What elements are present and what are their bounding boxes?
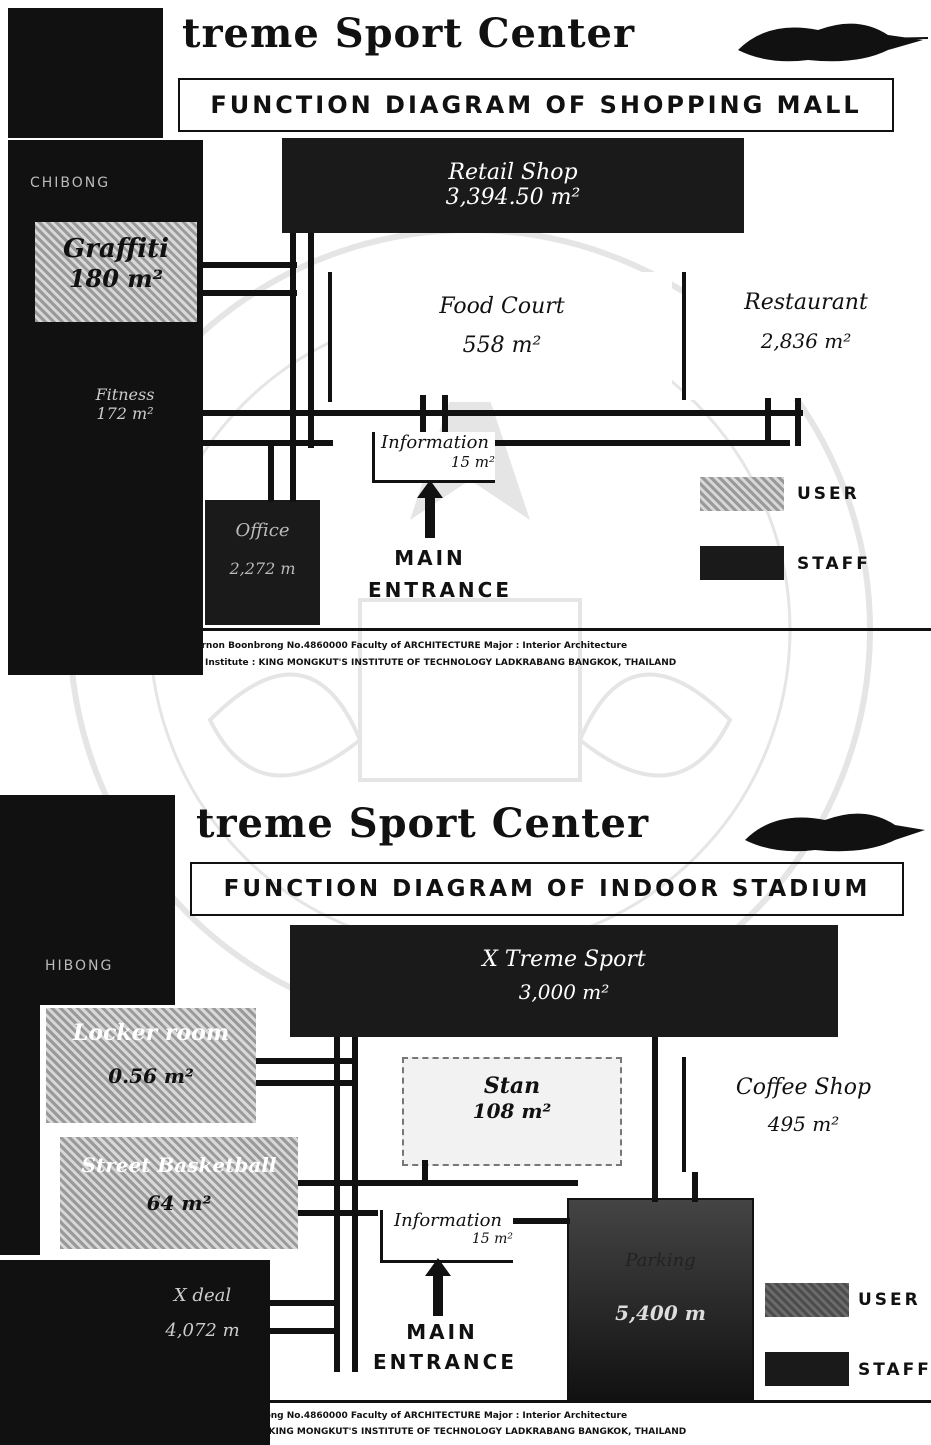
top-information-box: Information 15 m² xyxy=(372,432,495,483)
top-connector xyxy=(268,446,274,502)
bottom-footer-rule xyxy=(170,1400,931,1403)
retail-shop-area: 3,394.50 m² xyxy=(282,185,744,210)
fitness-label: Fitness xyxy=(60,385,190,404)
xtreme-sport-area: 3,000 m² xyxy=(290,980,838,1004)
bottom-connector xyxy=(652,1037,658,1202)
top-legend-user-label: USER xyxy=(797,484,860,504)
top-legend-user-swatch xyxy=(700,477,784,511)
top-legend-staff-swatch xyxy=(700,546,784,580)
top-connector xyxy=(765,398,771,446)
bottom-legend-staff-swatch xyxy=(765,1352,849,1386)
fitness-area: 172 m² xyxy=(60,404,190,423)
bull-logo-icon xyxy=(728,10,928,70)
stand-area: 108 m² xyxy=(404,1099,620,1123)
bottom-connector xyxy=(256,1080,356,1086)
xtreme-sport-box: X Treme Sport 3,000 m² xyxy=(290,925,838,1037)
locker-room-area: 0.56 m² xyxy=(46,1064,256,1088)
office-label: Office xyxy=(205,520,320,541)
top-connector xyxy=(795,398,801,446)
top-footer-rule xyxy=(170,628,931,631)
bottom-connector xyxy=(692,1172,698,1202)
top-left-dark-panel xyxy=(8,8,163,138)
top-entrance-arrow-icon xyxy=(417,480,443,538)
top-connector xyxy=(197,262,297,268)
top-connector xyxy=(460,440,790,446)
bull-logo-icon xyxy=(735,800,931,860)
bottom-title: treme Sport Center xyxy=(196,800,649,847)
bottom-information-area: 15 m² xyxy=(383,1231,513,1247)
food-court-label: Food Court xyxy=(332,294,672,319)
top-entrance-line2: ENTRANCE xyxy=(350,578,530,602)
bottom-connector xyxy=(298,1180,578,1186)
bottom-connector xyxy=(422,1160,428,1185)
top-connector xyxy=(420,395,426,435)
top-side-label: CHIBONG xyxy=(30,175,110,191)
bottom-left-dark-strip xyxy=(0,1005,40,1255)
graffiti-label: Graffiti xyxy=(35,234,197,264)
xtreme-sport-label: X Treme Sport xyxy=(290,947,838,972)
bottom-connector xyxy=(270,1300,340,1306)
bottom-connector xyxy=(510,1218,570,1224)
locker-room-box: Locker room 0.56 m² xyxy=(46,1008,256,1123)
coffee-shop-box: Coffee Shop 495 m² xyxy=(682,1057,921,1172)
bottom-connector xyxy=(334,1037,340,1372)
bottom-legend-user-swatch xyxy=(765,1283,849,1317)
top-footer-line2: Institute : KING MONGKUT'S INSTITUTE OF … xyxy=(205,658,676,668)
bottom-subtitle: Function Diagram of Indoor Stadium xyxy=(190,862,904,916)
bottom-connector xyxy=(352,1037,358,1372)
food-court-box: Food Court 558 m² xyxy=(328,272,672,402)
top-information-label: Information xyxy=(375,432,495,453)
fitness-box: Fitness 172 m² xyxy=(60,385,190,455)
top-connector xyxy=(203,410,803,416)
bottom-footer-line1: y Mr.Arnon Boonbrong No.4860000 Faculty … xyxy=(170,1411,627,1421)
top-connector xyxy=(290,446,296,502)
retail-shop-box: Retail Shop 3,394.50 m² xyxy=(282,138,744,233)
graffiti-area: 180 m² xyxy=(35,264,197,293)
top-entrance-line1: MAIN xyxy=(360,546,500,570)
bottom-information-label: Information xyxy=(383,1210,513,1231)
locker-room-label: Locker room xyxy=(46,1020,256,1046)
top-connector xyxy=(442,395,448,435)
bottom-entrance-arrow-icon xyxy=(425,1258,451,1316)
bottom-connector xyxy=(256,1058,356,1064)
parking-area: 5,400 m xyxy=(569,1301,752,1325)
retail-shop-label: Retail Shop xyxy=(282,160,744,185)
top-information-area: 15 m² xyxy=(375,453,495,471)
xdeal-box: X deal 4,072 m xyxy=(140,1285,265,1375)
food-court-area: 558 m² xyxy=(332,333,672,358)
coffee-shop-label: Coffee Shop xyxy=(686,1075,921,1100)
bottom-legend-user-label: USER xyxy=(858,1290,921,1310)
bottom-connector xyxy=(298,1210,378,1216)
xdeal-area: 4,072 m xyxy=(140,1320,265,1341)
restaurant-box: Restaurant 2,836 m² xyxy=(682,272,926,400)
top-connector xyxy=(197,290,297,296)
top-title: treme Sport Center xyxy=(182,10,635,57)
street-basketball-area: 64 m² xyxy=(60,1191,298,1215)
office-box: Office 2,272 m xyxy=(205,500,320,625)
coffee-shop-area: 495 m² xyxy=(686,1112,921,1136)
xdeal-label: X deal xyxy=(140,1285,265,1306)
bottom-entrance-line2: ENTRANCE xyxy=(355,1350,535,1374)
restaurant-label: Restaurant xyxy=(686,290,926,315)
bottom-footer-line2: Institute : KING MONGKUT'S INSTITUTE OF … xyxy=(215,1427,686,1437)
bottom-entrance-line1: MAIN xyxy=(372,1320,512,1344)
parking-label: Parking xyxy=(569,1250,752,1271)
graffiti-box: Graffiti 180 m² xyxy=(35,222,197,322)
parking-box: Parking 5,400 m xyxy=(567,1198,754,1402)
street-basketball-label: Street Basketball xyxy=(60,1153,298,1177)
top-subtitle: Function Diagram of Shopping Mall xyxy=(178,78,894,132)
street-basketball-box: Street Basketball 64 m² xyxy=(60,1137,298,1249)
bottom-connector xyxy=(270,1328,340,1334)
bottom-side-label: HIBONG xyxy=(45,958,113,974)
stand-box: Stan 108 m² xyxy=(402,1057,622,1166)
top-legend-staff-label: STAFF xyxy=(797,554,871,574)
top-footer-line1: y Mr.Arnon Boonbrong No.4860000 Faculty … xyxy=(170,641,627,651)
restaurant-area: 2,836 m² xyxy=(686,329,926,353)
stand-label: Stan xyxy=(404,1073,620,1099)
office-area: 2,272 m xyxy=(205,559,320,578)
bottom-information-box: Information 15 m² xyxy=(380,1210,513,1263)
bottom-legend-staff-label: STAFF xyxy=(858,1360,931,1380)
